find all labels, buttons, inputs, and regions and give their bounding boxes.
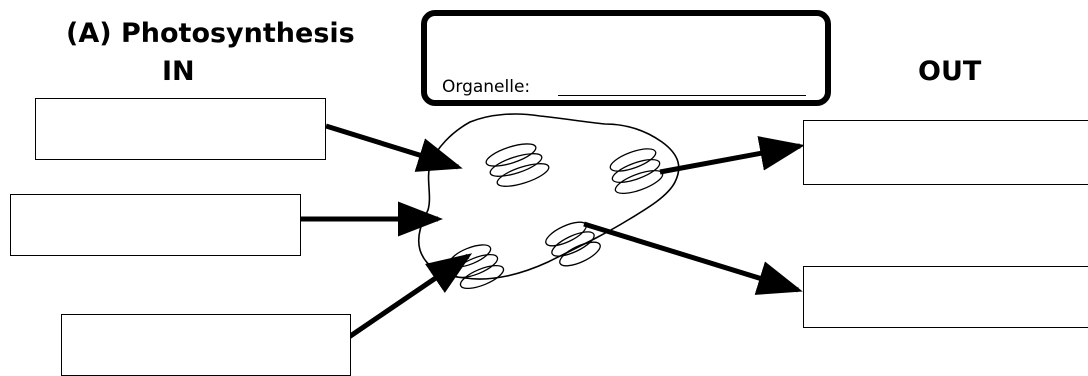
arrow-output-2 (583, 221, 803, 295)
input-answer-box-1[interactable] (35, 98, 326, 160)
thylakoid-stack-1 (485, 143, 550, 187)
out-heading: OUT (918, 56, 982, 87)
arrow-output-1 (659, 136, 805, 175)
organelle-box: Organelle: (421, 10, 831, 106)
arrow-input-1 (325, 123, 463, 172)
arrow-input-3 (344, 253, 473, 342)
chloroplast-outline (417, 113, 680, 280)
input-answer-box-3[interactable] (61, 314, 351, 376)
organelle-answer-line[interactable] (558, 95, 806, 96)
output-answer-box-1[interactable] (803, 120, 1088, 185)
diagram-title: (A) Photosynthesis (66, 18, 355, 49)
input-answer-box-2[interactable] (10, 194, 301, 256)
organelle-label: Organelle: (442, 77, 531, 97)
thylakoid-stack-2 (609, 148, 664, 195)
thylakoid-stack-3 (545, 221, 601, 267)
output-answer-box-2[interactable] (803, 266, 1088, 328)
in-heading: IN (162, 56, 195, 87)
